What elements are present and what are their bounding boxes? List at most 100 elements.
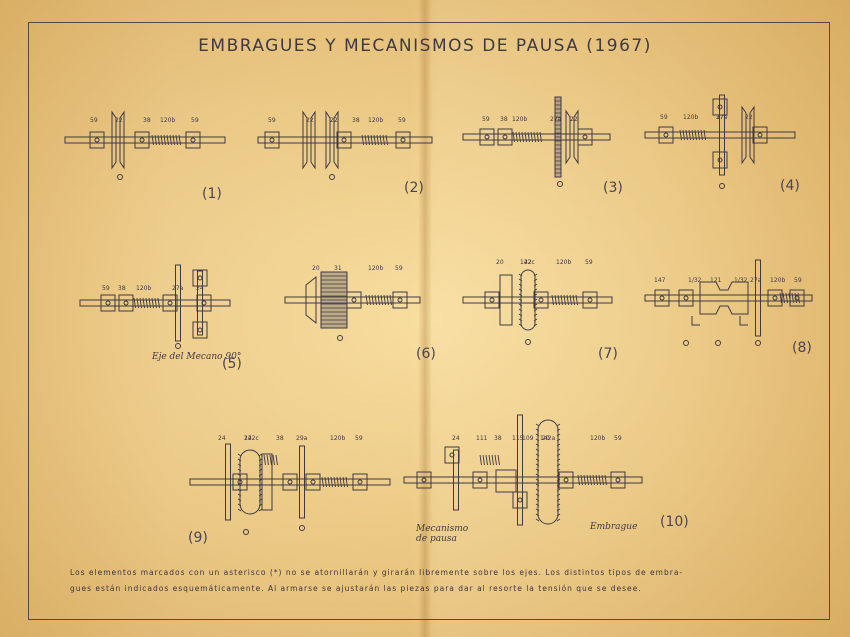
footer-line-1: Los elementos marcados con un asterisco … bbox=[70, 568, 684, 577]
part-label: 38 bbox=[143, 117, 151, 124]
collar bbox=[282, 473, 298, 491]
part-label: 1/32 bbox=[734, 277, 748, 284]
collar-screw bbox=[341, 137, 347, 143]
collar bbox=[134, 131, 150, 149]
collar-screw bbox=[421, 477, 427, 483]
collar bbox=[767, 289, 783, 307]
hub bbox=[261, 453, 273, 511]
pulley-half bbox=[565, 109, 571, 165]
asterisk-mark bbox=[557, 181, 563, 187]
figure-number-6: (6) bbox=[416, 346, 436, 362]
pulley-half bbox=[741, 105, 747, 165]
asterisk-mark bbox=[683, 340, 689, 346]
part-label: 22 bbox=[570, 116, 578, 123]
asterisk-mark bbox=[117, 174, 123, 180]
part-label: 147 bbox=[654, 277, 666, 284]
collar bbox=[654, 289, 670, 307]
collar-screw bbox=[489, 297, 495, 303]
part-label: 38 bbox=[500, 116, 508, 123]
collar bbox=[392, 291, 408, 309]
part-label: 120b bbox=[683, 114, 698, 121]
part-label: 115 bbox=[512, 435, 524, 442]
part-label: 22 bbox=[524, 259, 532, 266]
collar-screw bbox=[287, 479, 293, 485]
asterisk-mark bbox=[715, 340, 721, 346]
collar bbox=[192, 269, 208, 287]
dimension-marks bbox=[691, 316, 748, 326]
collar bbox=[497, 128, 513, 146]
shaft bbox=[64, 136, 226, 144]
part-label: 38 bbox=[276, 435, 284, 442]
part-label: 59 bbox=[585, 259, 593, 266]
spring bbox=[321, 476, 348, 488]
collar-screw bbox=[201, 300, 207, 306]
collar-screw bbox=[197, 275, 203, 281]
figure-number-10: (10) bbox=[660, 514, 689, 530]
collar-screw bbox=[663, 132, 669, 138]
part-label: 120b bbox=[512, 116, 527, 123]
part-label: 59 bbox=[398, 117, 406, 124]
shaft bbox=[644, 294, 813, 302]
pulley-half bbox=[325, 110, 331, 170]
drawing-border bbox=[28, 22, 830, 620]
part-label: 109 bbox=[522, 435, 534, 442]
collar-screw bbox=[538, 297, 544, 303]
collar bbox=[533, 291, 549, 309]
spring bbox=[512, 131, 542, 143]
collar bbox=[789, 289, 805, 307]
collar-screw bbox=[197, 327, 203, 333]
part-label: 22 bbox=[306, 117, 314, 124]
pulley-half bbox=[111, 110, 117, 170]
part-label: 24 bbox=[218, 435, 226, 442]
strip bbox=[517, 414, 523, 526]
part-label: 22 bbox=[745, 114, 753, 121]
strip bbox=[755, 259, 761, 337]
collar-screw bbox=[190, 137, 196, 143]
collar-screw bbox=[659, 295, 665, 301]
collar-screw bbox=[139, 137, 145, 143]
figure-number-3: (3) bbox=[603, 180, 623, 196]
part-label: 59 bbox=[191, 117, 199, 124]
part-label: 27a bbox=[750, 277, 762, 284]
figure-number-1: (1) bbox=[202, 186, 222, 202]
collar-screw bbox=[582, 134, 588, 140]
part-label: 59 bbox=[102, 285, 110, 292]
collar bbox=[678, 289, 694, 307]
pulley-half bbox=[573, 109, 579, 165]
part-label: 142c bbox=[244, 435, 259, 442]
shaft bbox=[462, 133, 611, 141]
collar bbox=[118, 294, 134, 312]
shaft bbox=[257, 136, 433, 144]
hub bbox=[499, 274, 513, 326]
strip bbox=[299, 445, 305, 519]
part-label: 29a bbox=[296, 435, 308, 442]
part-label: 38 bbox=[494, 435, 502, 442]
collar bbox=[558, 471, 574, 489]
part-label: 20 bbox=[312, 265, 320, 272]
part-label: 22 bbox=[115, 117, 123, 124]
asterisk-mark bbox=[337, 335, 343, 341]
collar-screw bbox=[167, 300, 173, 306]
collar-screw bbox=[794, 295, 800, 301]
part-label: 27a bbox=[550, 116, 562, 123]
part-label: 111 bbox=[476, 435, 488, 442]
collar bbox=[416, 471, 432, 489]
part-label: 120b bbox=[770, 277, 785, 284]
collar-screw bbox=[269, 137, 275, 143]
collar bbox=[264, 131, 280, 149]
hub bbox=[495, 469, 517, 493]
collar bbox=[479, 128, 495, 146]
part-label: 142a bbox=[540, 435, 555, 442]
figure-number-9: (9) bbox=[188, 530, 208, 546]
crown-teeth bbox=[518, 273, 538, 327]
spring bbox=[365, 294, 392, 306]
spring bbox=[361, 134, 388, 146]
shaft bbox=[462, 296, 613, 304]
part-label: 59 bbox=[614, 435, 622, 442]
collar bbox=[577, 128, 593, 146]
part-label: 27a bbox=[716, 114, 728, 121]
figure-number-4: (4) bbox=[780, 178, 800, 194]
spring bbox=[479, 454, 500, 466]
collar bbox=[472, 471, 488, 489]
